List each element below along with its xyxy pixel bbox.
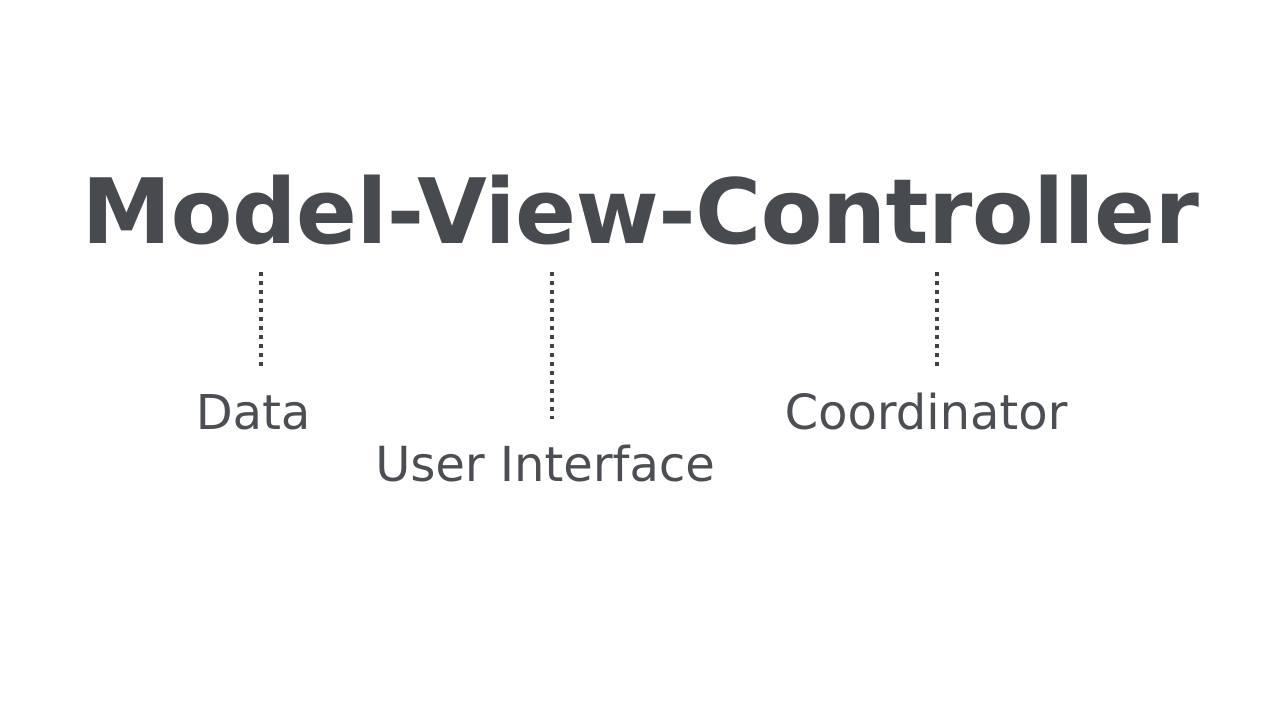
annotation-label-view: User Interface [375, 437, 715, 493]
connector-line-view [550, 272, 554, 419]
connector-line-controller [935, 272, 939, 366]
annotation-label-model: Data [195, 385, 311, 441]
connector-line-model [259, 272, 263, 366]
page-title: Model-View-Controller [81, 160, 1199, 265]
annotation-label-controller: Coordinator [784, 385, 1068, 441]
